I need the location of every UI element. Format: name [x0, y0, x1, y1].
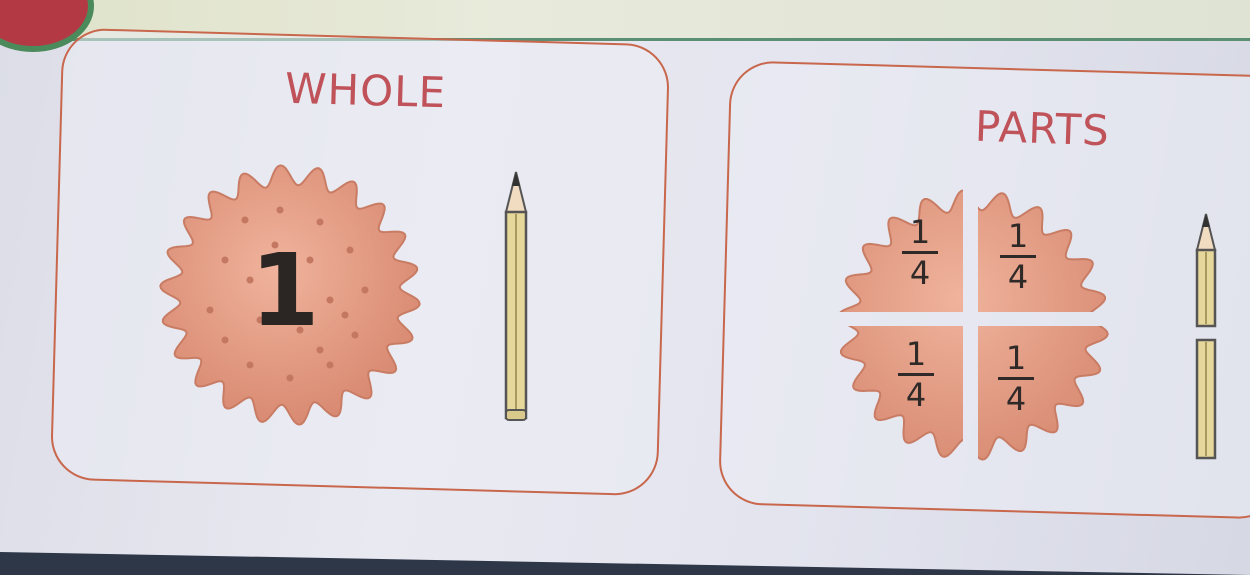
pencil-whole-icon	[496, 170, 536, 425]
whole-title: WHOLE	[284, 64, 446, 117]
pencil-broken-icon	[1186, 212, 1226, 464]
whole-numeral: 1	[250, 232, 320, 349]
parts-biscuit-icon	[828, 180, 1118, 470]
parts-title: PARTS	[974, 102, 1110, 156]
